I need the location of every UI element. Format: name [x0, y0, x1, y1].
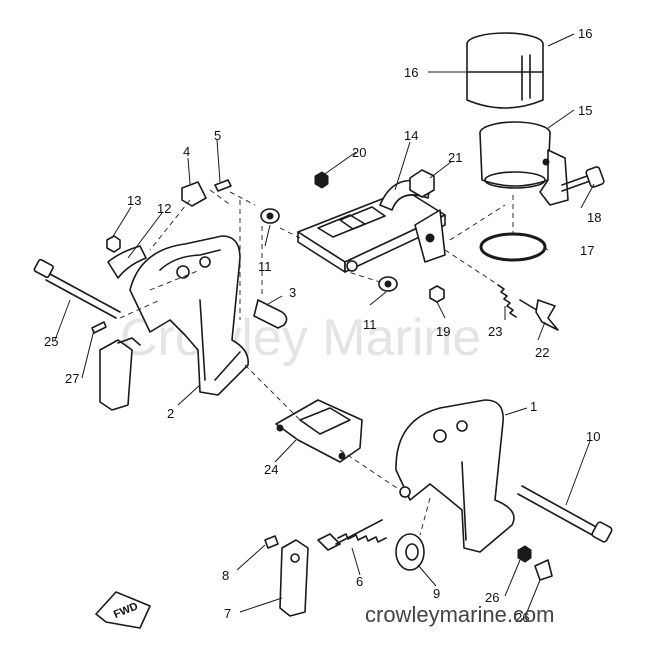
part-14-tilt-plate	[297, 179, 446, 273]
callout-9: 9	[433, 586, 440, 601]
part-8-pin	[264, 535, 279, 549]
callout-11-upper: 11	[258, 259, 272, 274]
part-6-screw	[317, 519, 387, 551]
alignment-lines	[119, 189, 514, 536]
part-16-bushing	[466, 32, 544, 109]
callout-16: 16	[404, 65, 418, 80]
part-13-nut	[106, 235, 121, 253]
callout-19: 19	[436, 324, 450, 339]
leader-lines	[54, 33, 595, 613]
part-10-bolt	[517, 485, 613, 543]
part-26-nut	[517, 545, 532, 563]
site-url: crowleymarine.com	[365, 602, 555, 627]
callout-15: 15	[578, 103, 592, 118]
callout-27: 26	[515, 610, 529, 625]
part-19-nut	[429, 285, 445, 303]
part-3-pin	[253, 299, 288, 329]
callout-28: 27	[65, 371, 79, 386]
callout-16-top: 16	[578, 26, 592, 41]
part-22-wing-bolt	[519, 299, 559, 331]
callout-18: 18	[587, 210, 601, 225]
part-2-clamp-bracket	[129, 235, 249, 396]
part-11-spacer-upper	[260, 208, 280, 224]
callout-10: 10	[586, 429, 600, 444]
part-18-bolt	[561, 166, 605, 192]
callout-13: 13	[127, 193, 141, 208]
callout-26: 26	[485, 590, 499, 605]
part-25-bolt	[33, 258, 121, 319]
callout-22: 22	[535, 345, 549, 360]
part-5-pin	[214, 179, 232, 192]
callout-5: 5	[214, 128, 221, 143]
part-15-sleeve	[479, 121, 569, 206]
part-4-bushing	[181, 181, 207, 207]
callout-7: 7	[224, 606, 231, 621]
callout-20: 20	[352, 145, 366, 160]
part-21-block	[409, 169, 435, 198]
part-1-clamp-bracket	[395, 399, 515, 553]
part-9-pad	[395, 533, 425, 571]
part-23-spring	[497, 284, 517, 318]
callout-25: 25	[44, 334, 58, 349]
callout-4: 4	[183, 144, 190, 159]
callout-11-lower: 11	[363, 317, 377, 332]
part-clamp-lever-upper	[99, 339, 133, 411]
callout-3: 3	[289, 285, 296, 300]
part-20-nut	[314, 171, 329, 189]
callout-1: 1	[530, 399, 537, 414]
callout-8: 8	[222, 568, 229, 583]
callout-labels: 16 16 15 14 20 21 18 17 5 4 13 12 11 11 …	[44, 26, 601, 625]
part-17-o-ring	[479, 232, 547, 262]
fwd-arrow-icon: FWD	[95, 591, 151, 629]
callout-23: 23	[488, 324, 502, 339]
callout-24: 24	[264, 462, 278, 477]
callout-2: 2	[167, 406, 174, 421]
part-24-spacer-bracket	[275, 399, 363, 463]
callout-21: 21	[448, 150, 462, 165]
part-11-spacer-lower	[378, 276, 398, 292]
part-27-wing-nut	[534, 559, 553, 581]
callout-17: 17	[580, 243, 594, 258]
callout-14: 14	[404, 128, 418, 143]
part-12-bracket	[107, 245, 147, 279]
callout-12: 12	[157, 201, 171, 216]
part-7-clamp-handle	[279, 539, 309, 617]
callout-6: 6	[356, 574, 363, 589]
